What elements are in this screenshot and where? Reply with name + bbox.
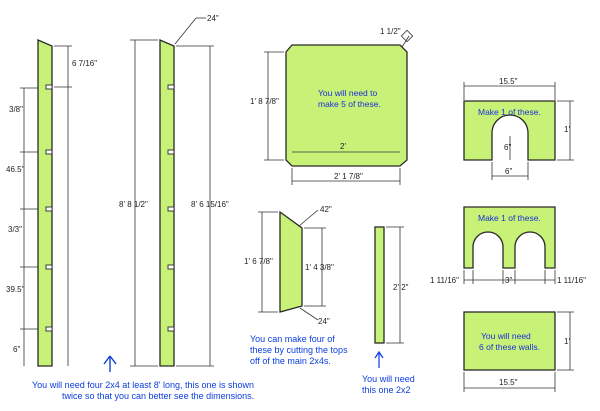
arch-two-side-left-dim: 1 11/16" — [430, 276, 459, 285]
stick-len-dim: 2' 2" — [393, 283, 409, 292]
angle-bottom-dim: 24" — [318, 317, 330, 326]
leader-line — [299, 307, 319, 321]
angle-note-line2: these by cutting the tops — [250, 345, 348, 355]
wall-height-dim: 1' — [564, 337, 570, 346]
post-b-notch — [167, 84, 175, 90]
square-panel: You will need to make 5 of these. 1 1/2"… — [250, 27, 414, 185]
stick-note-line1: You will need — [362, 374, 415, 384]
up-arrow-icon — [374, 350, 384, 359]
post-a-gap-2: 46.5" — [6, 165, 25, 174]
angle-board — [279, 210, 303, 313]
post-a-top-dim: 6 7/16" — [72, 59, 97, 68]
angle-note-line3: off of the main 2x4s. — [250, 356, 331, 366]
post-a-board — [37, 39, 53, 367]
leader-line — [401, 35, 410, 48]
post-b-len1: 8' 8 1/2" — [119, 200, 148, 209]
square-side-dim: 1' 8 7/8" — [250, 97, 279, 106]
post-a-notch — [45, 149, 53, 155]
angle-note-line1: You can make four of — [250, 334, 335, 344]
arch-two-note: Make 1 of these. — [478, 213, 541, 223]
corner-marker — [400, 29, 414, 43]
arch-two-board — [463, 206, 556, 269]
leader-line — [174, 17, 197, 45]
arch-one-width-dim: 15.5" — [499, 77, 518, 86]
wall-note-line2: 6 of these walls. — [479, 342, 540, 352]
arch-two: Make 1 of these. 1 11/16" 3" 1 11/16" — [430, 206, 586, 285]
stick-piece: 2' 2" — [374, 226, 409, 368]
angle-len1-dim: 1' 6 7/8" — [244, 257, 273, 266]
arch-one: Make 1 of these. 15.5" 1' 6" 6" — [463, 77, 574, 180]
wall-width-dim: 15.5" — [499, 378, 518, 387]
arch-one-slot-w-dim: 6" — [505, 167, 512, 176]
angle-top-dim: 42" — [320, 205, 332, 214]
post-top-angle: 24" — [207, 14, 219, 23]
post-a: 6 7/16" 3/8" 46.5" 3/3" 39.5" 6" — [6, 39, 97, 367]
post-a-notch — [45, 206, 53, 212]
post-a-notch — [45, 326, 53, 332]
post-a-gap-4: 39.5" — [6, 285, 25, 294]
leader-line — [298, 209, 319, 227]
angle-len2-dim: 1' 4 3/8" — [305, 263, 334, 272]
angle-piece: 42" 1' 6 7/8" 1' 4 3/8" 24" — [244, 205, 334, 326]
post-a-notch — [45, 84, 53, 90]
main-note-line1: You will need four 2x4 at least 8' long,… — [32, 380, 254, 390]
wall-panel: You will need 6 of these walls. 1' 15.5" — [463, 311, 574, 392]
post-b-notch — [167, 149, 175, 155]
arch-one-slot-h-dim: 6" — [504, 143, 511, 152]
square-note-line1: You will need to — [318, 88, 378, 98]
post-b-notch — [167, 326, 175, 332]
square-corner-dim: 1 1/2" — [380, 27, 401, 36]
post-b: 24" 8' 8 1/2" 8' 6 15/16" — [119, 14, 229, 367]
square-board — [285, 44, 408, 167]
post-b-notch — [167, 264, 175, 270]
stick-board — [374, 226, 385, 344]
stick-note-line2: this one 2x2 — [362, 385, 411, 395]
post-a-gap-5: 6" — [13, 345, 20, 354]
up-arrow-icon — [103, 355, 117, 372]
post-b-board — [159, 39, 175, 367]
post-b-len2: 8' 6 15/16" — [191, 200, 229, 209]
square-width-dim: 2' — [340, 142, 346, 151]
post-a-gap-1: 3/8" — [9, 105, 23, 114]
post-b-notch — [167, 206, 175, 212]
wall-note-line1: You will need — [481, 331, 531, 341]
arch-one-height-dim: 1' — [564, 125, 570, 134]
post-a-notch — [45, 264, 53, 270]
post-a-gap-3: 3/3" — [8, 225, 22, 234]
square-note-line2: make 5 of these. — [318, 99, 381, 109]
main-note-line2: twice so that you can better see the dim… — [62, 391, 254, 401]
square-total-dim: 2' 1 7/8" — [334, 172, 363, 181]
arch-one-note: Make 1 of these. — [478, 107, 541, 117]
arch-two-mid-dim: 3" — [505, 276, 512, 285]
wall-board — [463, 311, 556, 371]
arch-two-side-right-dim: 1 11/16" — [557, 276, 586, 285]
arch-one-board — [463, 100, 556, 161]
